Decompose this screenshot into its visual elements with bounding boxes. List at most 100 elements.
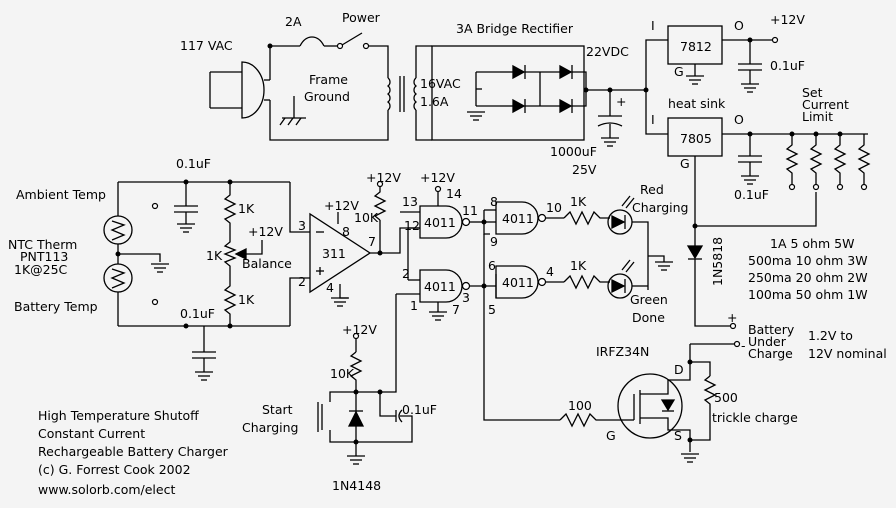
label-pin10: 10 [546, 200, 562, 215]
label-frame: Frame [309, 72, 348, 87]
mosfet-stage [559, 322, 741, 463]
thermistor-bridge [103, 179, 310, 381]
label-p12v-start: +12V [342, 322, 377, 337]
label-reg-out2: O [734, 112, 744, 127]
label-pin4b: 4 [546, 264, 554, 279]
label-red: Red [640, 182, 664, 197]
label-gate1: 4011 [424, 215, 456, 230]
label-r100: 100 [568, 398, 592, 413]
label-c01-b: 0.1uF [180, 306, 215, 321]
label-gate4: 4011 [502, 275, 534, 290]
label-1n4148: 1N4148 [332, 478, 381, 493]
start-circuit [317, 294, 413, 465]
label-fuse: 2A [285, 14, 302, 29]
label-c01-a: 0.1uF [176, 156, 211, 171]
label-charging: Charging [632, 200, 689, 215]
nand-gate-2 [495, 201, 539, 235]
label-pin6: 6 [488, 258, 496, 273]
label-power: Power [342, 10, 381, 25]
label-trickle: trickle charge [712, 410, 798, 425]
label-pin3b: 3 [462, 290, 470, 305]
label-bridge: 3A Bridge Rectifier [456, 21, 574, 36]
label-vdc: 22VDC [586, 44, 629, 59]
label-cap1000: 1000uF [550, 144, 597, 159]
power-switch-icon [341, 32, 363, 46]
current-limit-resistors [785, 131, 871, 191]
label-set3: Limit [802, 109, 833, 124]
label-start1: Start [262, 402, 293, 417]
nand-gate-3 [419, 269, 463, 303]
label-reg-g2: G [680, 156, 690, 171]
label-r500: 500 [714, 390, 738, 405]
label-ground: Ground [304, 89, 350, 104]
label-pin8b: 8 [490, 194, 498, 209]
label-opamp: 311 [322, 246, 346, 261]
label-mosfet: IRFZ34N [596, 344, 649, 359]
label-c01-reg2: 0.1uF [734, 187, 769, 202]
label-done: Done [632, 310, 665, 325]
label-ntc3: 1K@25C [14, 262, 68, 277]
label-g-pin: G [606, 428, 616, 443]
label-vac: 117 VAC [180, 38, 233, 53]
diode-1n5818-icon [686, 245, 704, 260]
label-r1k-led2: 1K [570, 258, 587, 273]
transformer-icon [386, 77, 391, 111]
nand-gate-4 [495, 265, 539, 299]
label-gate3: 4011 [424, 279, 456, 294]
title-line3: Rechargeable Battery Charger [38, 444, 229, 459]
label-ntc1: NTC Therm [8, 237, 77, 252]
label-r1k-b: 1K [206, 248, 223, 263]
label-p12v-op: +12V [324, 198, 359, 213]
label-set2: Current [802, 97, 849, 112]
label-reg-out1: O [734, 18, 744, 33]
label-pin7b: 7 [452, 302, 460, 317]
label-pin9: 9 [490, 234, 498, 249]
label-bat-v2: 12V nominal [808, 346, 887, 361]
label-tbl4: 100ma 50 ohm 1W [748, 287, 868, 302]
title-line4: (c) G. Forrest Cook 2002 [38, 462, 191, 477]
label-plus-bat: + [727, 310, 737, 325]
label-gate2: 4011 [502, 211, 534, 226]
label-tx-v: 16VAC [420, 76, 461, 91]
label-p12v-r10k: +12V [366, 170, 401, 185]
bridge-diode-icon [512, 64, 526, 80]
label-pin2b: 2 [402, 266, 410, 281]
label-battery1: Battery [748, 322, 795, 337]
label-heatsink: heat sink [668, 96, 726, 111]
label-reg-in2: I [651, 112, 655, 127]
label-c01-start: 0.1uF [402, 402, 437, 417]
label-pin5: 5 [488, 302, 496, 317]
label-tbl2: 500ma 10 ohm 3W [748, 253, 868, 268]
fuse-icon [299, 36, 325, 47]
label-cap25v: 25V [572, 162, 597, 177]
label-diode: 1N5818 [710, 237, 725, 286]
label-r1k-led1: 1K [570, 194, 587, 209]
label-r1k-a: 1K [238, 201, 255, 216]
label-reg-in1: I [651, 18, 655, 33]
label-tx-a: 1.6A [420, 94, 449, 109]
label-r10k-a: 10K [354, 210, 379, 225]
label-tbl1: 1A 5 ohm 5W [770, 236, 854, 251]
label-s-pin: S [674, 428, 682, 443]
label-r1k-c: 1K [238, 292, 255, 307]
label-pin2: 2 [298, 274, 306, 289]
label-pin1: 1 [410, 298, 418, 313]
label-battery3: Charge [748, 346, 793, 361]
label-green: Green [630, 292, 668, 307]
schematic-labels: 117 VAC 2A Power Frame Ground 3A Bridge … [8, 10, 887, 497]
label-start2: Charging [242, 420, 299, 435]
label-pin13: 13 [402, 194, 418, 209]
battery-thermistor-icon [103, 263, 133, 293]
title-line1: High Temperature Shutoff [38, 408, 199, 423]
mosfet-irfz34n-icon [617, 373, 683, 439]
label-p12v-bal: +12V [248, 224, 283, 239]
label-reg2: 7805 [680, 131, 712, 146]
label-c01-top: 0.1uF [770, 58, 805, 73]
title-line5: www.solorb.com/elect [38, 482, 175, 497]
label-pin4: 4 [326, 280, 334, 295]
label-d-pin: D [674, 362, 684, 377]
label-set1: Set [802, 85, 823, 100]
label-reg1: 7812 [680, 39, 712, 54]
label-ambient: Ambient Temp [16, 187, 106, 202]
